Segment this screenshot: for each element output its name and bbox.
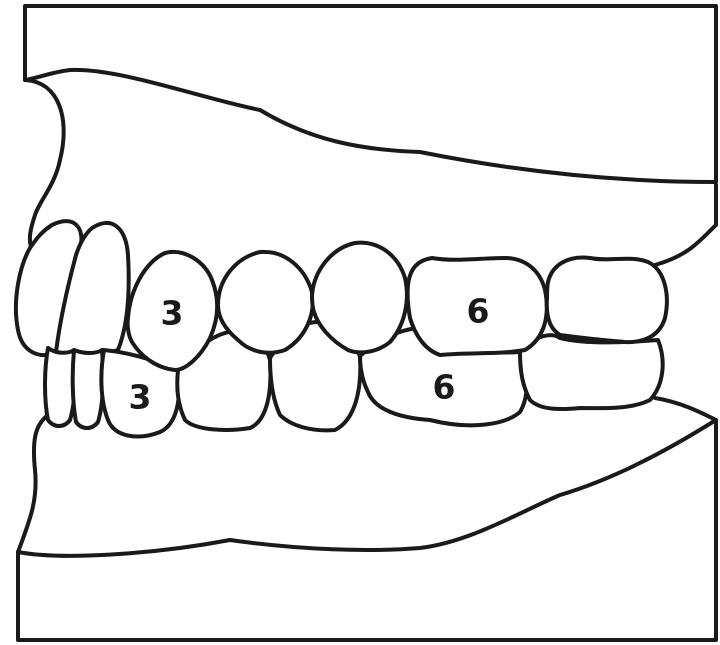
lower-first-molar-number: 6 <box>433 368 456 407</box>
lower-incisor-1 <box>45 348 75 426</box>
lower-second-molar <box>520 335 663 409</box>
upper-canine-number: 3 <box>161 294 184 333</box>
lower-canine-number: 3 <box>129 378 152 417</box>
upper-second-molar <box>547 257 667 342</box>
upper-gum-right <box>655 185 716 265</box>
lower-model-base <box>18 420 716 640</box>
lower-gum-right <box>655 398 716 420</box>
lower-incisor-2 <box>73 350 104 428</box>
upper-first-molar-number: 6 <box>467 292 490 331</box>
lower-gum-line <box>18 415 48 552</box>
upper-model-base <box>25 6 716 182</box>
